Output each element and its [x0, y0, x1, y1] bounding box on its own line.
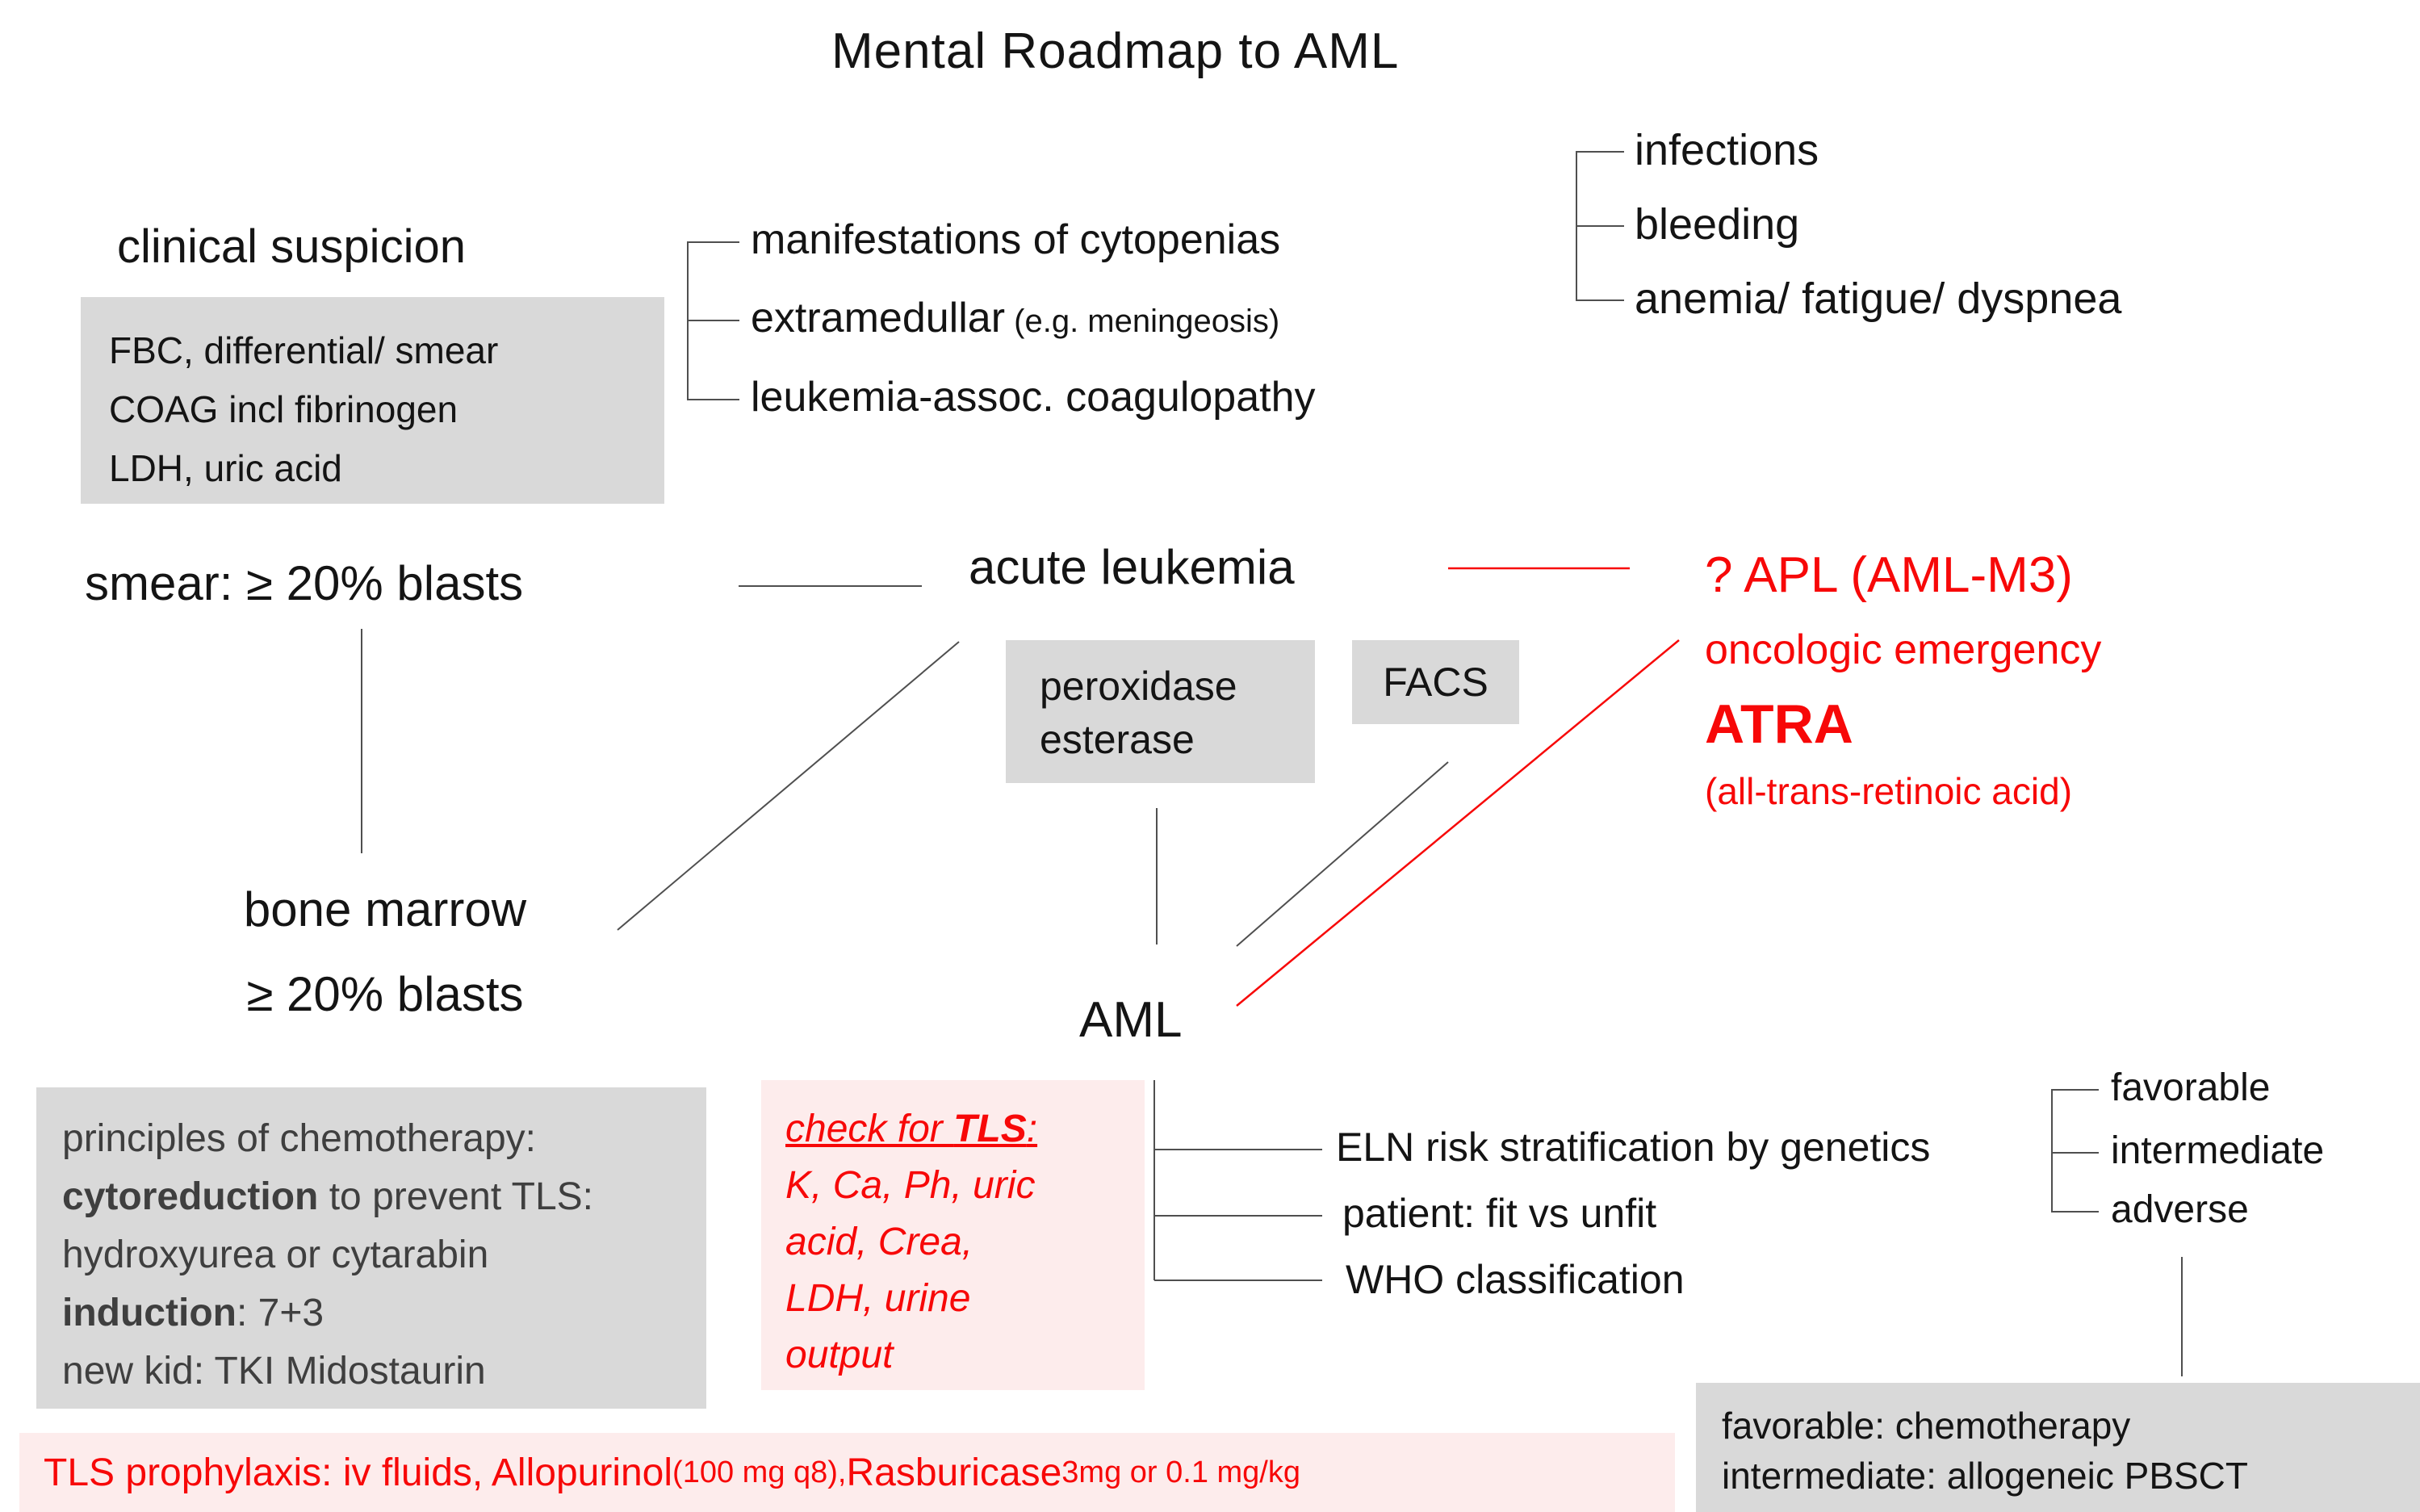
smear-node: smear: ≥ 20% blasts — [85, 556, 524, 610]
aml-node: AML — [1079, 992, 1183, 1048]
manifestation-cytopenias: manifestations of cytopenias — [751, 216, 1281, 263]
chemo-line-cytoreduction: cytoreduction to prevent TLS: — [62, 1175, 594, 1218]
tls-check-title: check for TLS: — [785, 1108, 1038, 1150]
chemo-line-principles: principles of chemotherapy: — [62, 1117, 536, 1160]
tls-prophylaxis-banner: TLS prophylaxis: iv fluids, Allopurinol … — [19, 1433, 1675, 1512]
tls-check-line1: K, Ca, Ph, uric — [785, 1164, 1036, 1207]
esterase-label: esterase — [1040, 717, 1195, 762]
prophylaxis-allopurinol-dose: (100 mg q8), — [672, 1455, 847, 1489]
tls-check-line3: LDH, urine — [785, 1277, 971, 1320]
tls-check-line4: output — [785, 1334, 894, 1376]
bracket-manifestations-to-symptoms — [1576, 151, 1624, 301]
bracket-eln-to-risk-groups — [2051, 1089, 2099, 1213]
prophylaxis-part3: Rasburicase — [846, 1451, 1062, 1494]
connector-bone-marrow-to-acute-leukemia — [617, 641, 960, 931]
clinical-suspicion-label: clinical suspicion — [117, 220, 466, 273]
workup-line-ldh: LDH, uric acid — [109, 447, 342, 489]
manifestation-extramedullar: extramedullar (e.g. meningeosis) — [751, 295, 1280, 341]
risk-group-adverse: adverse — [2111, 1188, 2249, 1231]
bracket-aml-to-stratification — [1153, 1080, 1322, 1281]
apl-question-label: ? APL (AML-M3) — [1705, 547, 2073, 603]
bracket-workup-to-manifestations — [687, 241, 739, 400]
tls-check-box: check for TLS: K, Ca, Ph, uric acid, Cre… — [761, 1080, 1145, 1390]
stratification-patient-fitness: patient: fit vs unfit — [1342, 1191, 1657, 1236]
bone-marrow-node: bone marrow ≥ 20% blasts — [143, 867, 627, 1037]
stratification-who: WHO classification — [1346, 1257, 1685, 1302]
acute-leukemia-node: acute leukemia — [969, 540, 1295, 594]
apl-oncologic-emergency-label: oncologic emergency — [1705, 626, 2102, 673]
stratification-eln: ELN risk stratification by genetics — [1336, 1125, 1931, 1170]
peroxidase-label: peroxidase — [1040, 664, 1237, 709]
symptom-infections: infections — [1635, 126, 1819, 174]
chemo-line-midostaurin: new kid: TKI Midostaurin — [62, 1350, 486, 1393]
extramedullar-note: (e.g. meningeosis) — [1005, 304, 1280, 339]
prophylaxis-part1: TLS prophylaxis: iv fluids, Allopurinol — [44, 1451, 673, 1494]
treatment-box: favorable: chemotherapy intermediate: al… — [1696, 1383, 2420, 1512]
risk-group-intermediate: intermediate — [2111, 1129, 2325, 1172]
initial-workup-box: FBC, differential/ smear COAG incl fibri… — [81, 297, 664, 504]
treatment-intermediate: intermediate: allogeneic PBSCT — [1722, 1455, 2248, 1497]
apl-atra-label: ATRA — [1705, 693, 1853, 755]
chemo-line-induction: induction: 7+3 — [62, 1292, 324, 1334]
chemotherapy-principles-box: principles of chemotherapy: cytoreductio… — [36, 1087, 706, 1409]
page-title: Mental Roadmap to AML — [831, 23, 1400, 79]
apl-atra-expansion-label: (all-trans-retinoic acid) — [1705, 770, 2073, 812]
risk-group-favorable: favorable — [2111, 1066, 2271, 1109]
bone-marrow-line2: ≥ 20% blasts — [246, 967, 524, 1021]
workup-line-fbc: FBC, differential/ smear — [109, 329, 499, 371]
peroxidase-esterase-box: peroxidase esterase — [1006, 640, 1315, 783]
treatment-favorable: favorable: chemotherapy — [1722, 1405, 2131, 1447]
chemo-line-hydroxyurea: hydroxyurea or cytarabin — [62, 1233, 489, 1276]
facs-box: FACS — [1352, 640, 1519, 724]
prophylaxis-rasburicase-dose: 3mg or 0.1 mg/kg — [1061, 1455, 1300, 1489]
workup-line-coag: COAG incl fibrinogen — [109, 388, 458, 430]
symptom-anemia-fatigue-dyspnea: anemia/ fatigue/ dyspnea — [1635, 274, 2122, 323]
manifestation-coagulopathy: leukemia-assoc. coagulopathy — [751, 374, 1316, 421]
symptom-bleeding: bleeding — [1635, 200, 1800, 249]
bone-marrow-line1: bone marrow — [243, 882, 527, 936]
connector-facs-to-aml — [1236, 761, 1449, 947]
tls-check-line2: acid, Crea, — [785, 1221, 973, 1263]
